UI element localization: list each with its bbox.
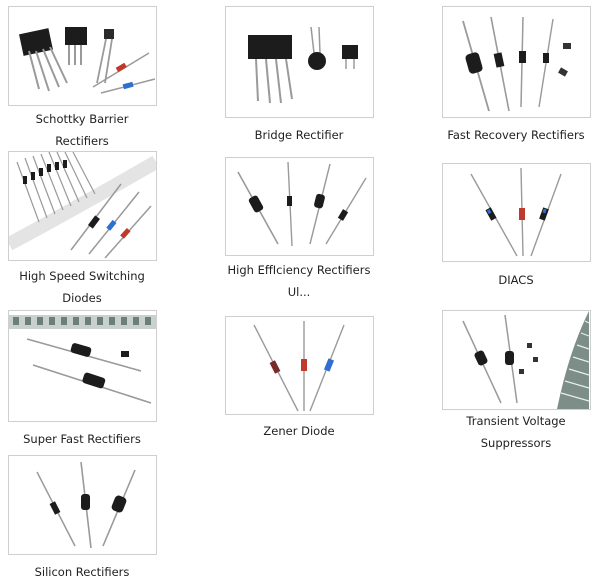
bridge-rectifier-and-axial-diodes-icon <box>8 6 157 106</box>
bridge-rectifier-icon <box>225 6 374 118</box>
product-label[interactable]: High EffIciency Rectifiers Ul... <box>227 263 371 299</box>
zener-diode-icon <box>225 316 374 415</box>
silicon-rectifier-icon <box>8 455 157 555</box>
fast-recovery-diodes-icon <box>442 6 591 118</box>
product-label[interactable]: DIACS <box>498 273 534 287</box>
diac-icon <box>442 163 591 262</box>
product-label[interactable]: High Speed Switching Diodes <box>19 269 145 305</box>
taped-diodes-icon <box>8 151 157 261</box>
product-label[interactable]: Bridge Rectifier <box>254 128 344 142</box>
product-label[interactable]: Zener Diode <box>263 424 335 438</box>
product-label[interactable]: Transient Voltage Suppressors <box>466 414 566 450</box>
product-label[interactable]: Super Fast Rectifiers <box>23 432 141 446</box>
super-fast-rectifiers-icon <box>8 310 157 422</box>
product-label[interactable]: Silicon Rectifiers <box>34 565 130 579</box>
product-label[interactable]: Fast Recovery Rectifiers <box>447 128 585 142</box>
axial-rectifiers-icon <box>225 157 374 256</box>
product-label[interactable]: Schottky Barrier Rectifiers <box>35 112 129 148</box>
tvs-diode-icon <box>442 310 591 410</box>
